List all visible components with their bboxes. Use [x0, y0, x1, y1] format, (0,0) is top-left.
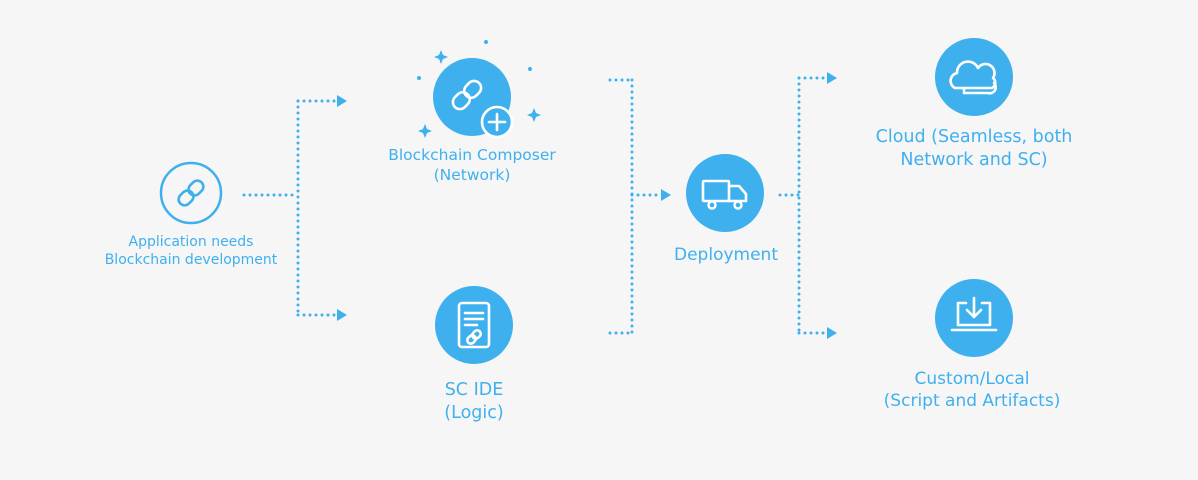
label-local-line-2: (Script and Artifacts) [883, 391, 1061, 412]
truck-icon [701, 179, 748, 210]
label-composer-line-1: Blockchain Composer [388, 146, 556, 164]
label-cloud-line-1: Cloud (Seamless, both [875, 127, 1073, 147]
label-application-line-1: Application needs [128, 234, 254, 250]
node-deployment [686, 154, 764, 232]
download-laptop-icon [950, 296, 998, 332]
link-plus-icon [451, 79, 514, 139]
label-sc-ide: SC IDE (Logic) [444, 379, 503, 425]
label-composer-line-2: (Network) [433, 166, 511, 185]
label-cloud-line-2: Network and SC) [900, 149, 1048, 170]
sparkle-decoration [417, 40, 541, 138]
node-custom-local [935, 279, 1013, 357]
label-application: Application needs Blockchain development [105, 233, 278, 269]
label-blockchain-composer: Blockchain Composer (Network) [388, 145, 556, 185]
label-application-line-2: Blockchain development [104, 252, 278, 269]
document-link-icon [457, 301, 491, 349]
connector-to-deployment [608, 78, 671, 335]
label-deployment-line-1: Deployment [674, 245, 778, 265]
node-application [159, 161, 223, 225]
node-cloud [935, 38, 1013, 116]
label-custom-local: Custom/Local (Script and Artifacts) [884, 368, 1061, 412]
label-deployment: Deployment [674, 244, 778, 266]
connector-from-deployment [778, 72, 837, 339]
link-icon [177, 179, 205, 207]
label-sc-ide-line-1: SC IDE [444, 380, 504, 400]
label-cloud: Cloud (Seamless, both Network and SC) [876, 126, 1073, 172]
connector-app-to-split [242, 95, 347, 321]
label-local-line-1: Custom/Local [914, 369, 1030, 389]
node-sc-ide [435, 286, 513, 364]
node-blockchain-composer [417, 40, 541, 139]
cloud-icon [949, 60, 998, 95]
label-sc-ide-line-2: (Logic) [444, 402, 504, 423]
